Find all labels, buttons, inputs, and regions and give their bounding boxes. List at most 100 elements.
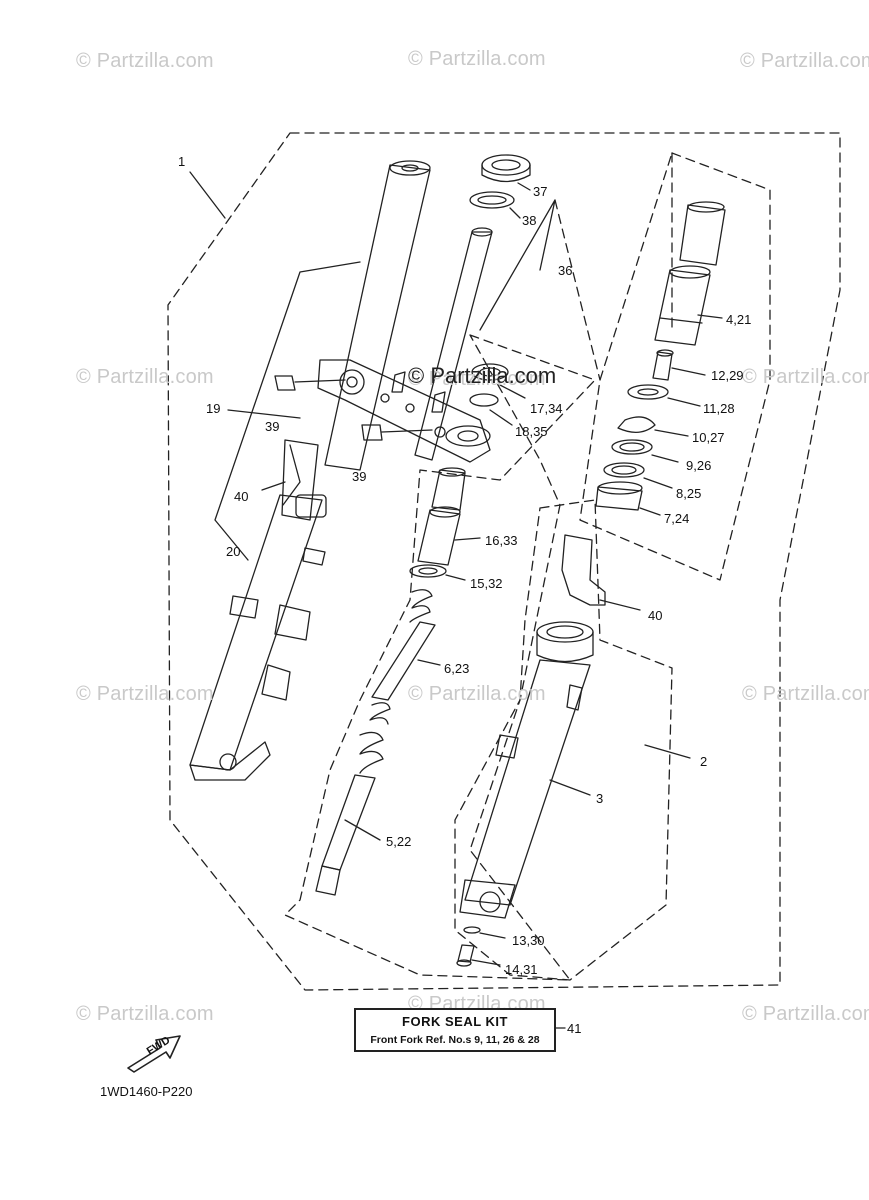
washer-13-30	[463, 926, 481, 934]
watermark: © Partzilla.com	[76, 683, 214, 705]
watermark: © Partzilla.com	[742, 683, 869, 705]
outer-tube-3	[459, 621, 594, 919]
spacer-short	[431, 467, 466, 511]
o-ring-18-35	[469, 393, 499, 407]
watermark: © Partzilla.com	[76, 50, 214, 72]
callout-19: 19	[206, 401, 221, 416]
leader-37	[517, 182, 531, 191]
leader-3	[549, 779, 591, 796]
fork-seal-kit-box: FORK SEAL KIT Front Fork Ref. No.s 9, 11…	[354, 1008, 556, 1052]
bushing-7-24	[595, 481, 643, 511]
leader-11-28	[667, 397, 701, 407]
bushing-4-21	[654, 265, 711, 346]
leader-13-30	[479, 932, 506, 939]
bolt-14-31	[456, 944, 475, 967]
spring-6-23	[369, 589, 436, 725]
callout-4-21: 4,21	[726, 312, 752, 327]
leader-6-23	[417, 659, 441, 666]
triple-clamp	[317, 359, 491, 463]
o-ring-38	[469, 191, 515, 209]
fork-leg-left	[189, 439, 327, 781]
leader-19	[227, 409, 301, 419]
callout-11-28: 11,28	[703, 401, 735, 416]
cap-12-29	[652, 349, 674, 381]
seal-9-26	[611, 439, 653, 455]
callout-1: 1	[178, 154, 186, 169]
callout-15-32: 15,32	[470, 576, 503, 591]
damper-5-22	[315, 731, 384, 896]
assembly-boundary-outer-tube	[454, 499, 673, 981]
leader-2	[644, 744, 691, 759]
damper-rod-36	[414, 227, 493, 461]
callout-40-left: 40	[234, 489, 249, 504]
leader-1	[189, 171, 226, 219]
callout-3: 3	[596, 791, 604, 806]
bushing-upper	[679, 201, 726, 266]
leader-15-32	[445, 574, 466, 581]
leader-5-22	[344, 819, 381, 841]
inner-fork-tube	[324, 160, 431, 471]
leader-14-31	[471, 959, 501, 966]
watermark: © Partzilla.com	[408, 368, 546, 390]
dashed-leader	[554, 199, 601, 381]
watermark: © Partzilla.com	[76, 1003, 214, 1025]
watermark: © Partzilla.com	[408, 683, 546, 705]
callout-18-35: 18,35	[515, 424, 548, 439]
leader-17-34	[499, 384, 526, 399]
callout-37: 37	[533, 184, 548, 199]
clip-10-27	[617, 416, 656, 433]
callout-10-27: 10,27	[692, 430, 725, 445]
callout-14-31: 14,31	[505, 962, 538, 977]
callout-39-upper: 39	[265, 419, 280, 434]
watermark: © Partzilla.com	[742, 366, 869, 388]
callout-6-23: 6,23	[444, 661, 470, 676]
callout-13-30: 13,30	[512, 933, 545, 948]
assembly-boundary-outer	[167, 132, 841, 991]
leader-16-33	[454, 537, 481, 541]
fwd-arrow-icon	[127, 1035, 181, 1073]
leader-38	[509, 207, 521, 219]
callout-41: 41	[567, 1021, 582, 1036]
watermark: © Partzilla.com	[76, 366, 214, 388]
kit-subtitle: Front Fork Ref. No.s 9, 11, 26 & 28	[370, 1034, 540, 1046]
spacer-16-33	[417, 506, 461, 566]
leader-18-35	[489, 409, 513, 426]
protector-40-right	[561, 534, 606, 606]
collar-17-34	[471, 363, 509, 381]
callout-40-right: 40	[648, 608, 663, 623]
washer-15-32	[409, 564, 447, 578]
callout-8-25: 8,25	[676, 486, 702, 501]
callout-17-34: 17,34	[530, 401, 563, 416]
leader-9-26	[651, 454, 679, 463]
center-watermark: © Partzilla.com	[408, 363, 557, 388]
kit-title: FORK SEAL KIT	[402, 1014, 508, 1029]
callout-39-lower: 39	[352, 469, 367, 484]
washer-8-25	[603, 462, 645, 478]
leader-40-right	[599, 599, 641, 611]
leader-40-left	[261, 481, 286, 491]
bolt-39-lower	[361, 424, 433, 441]
watermark: © Partzilla.com	[408, 48, 546, 70]
watermark: © Partzilla.com	[742, 1003, 869, 1025]
bolt-39-upper	[274, 375, 346, 391]
leader-8-25	[643, 477, 673, 489]
leader-36	[479, 199, 556, 331]
callout-7-24: 7,24	[664, 511, 690, 526]
washer-11-28	[627, 384, 669, 400]
leader-20-bracket	[214, 261, 361, 561]
assembly-boundary-damper	[284, 334, 596, 981]
fork-cap-37	[481, 154, 531, 183]
callout-12-29: 12,29	[711, 368, 744, 383]
callout-16-33: 16,33	[485, 533, 518, 548]
diagram-code: 1WD1460-P220	[100, 1084, 193, 1099]
callout-20: 20	[226, 544, 241, 559]
callout-38: 38	[522, 213, 537, 228]
leader-4-21	[697, 314, 723, 319]
leader-12-29	[671, 367, 706, 376]
callout-5-22: 5,22	[386, 834, 412, 849]
leader-7-24	[639, 507, 661, 516]
leader-10-27	[654, 429, 689, 437]
callout-9-26: 9,26	[686, 458, 712, 473]
watermark: © Partzilla.com	[740, 50, 869, 72]
